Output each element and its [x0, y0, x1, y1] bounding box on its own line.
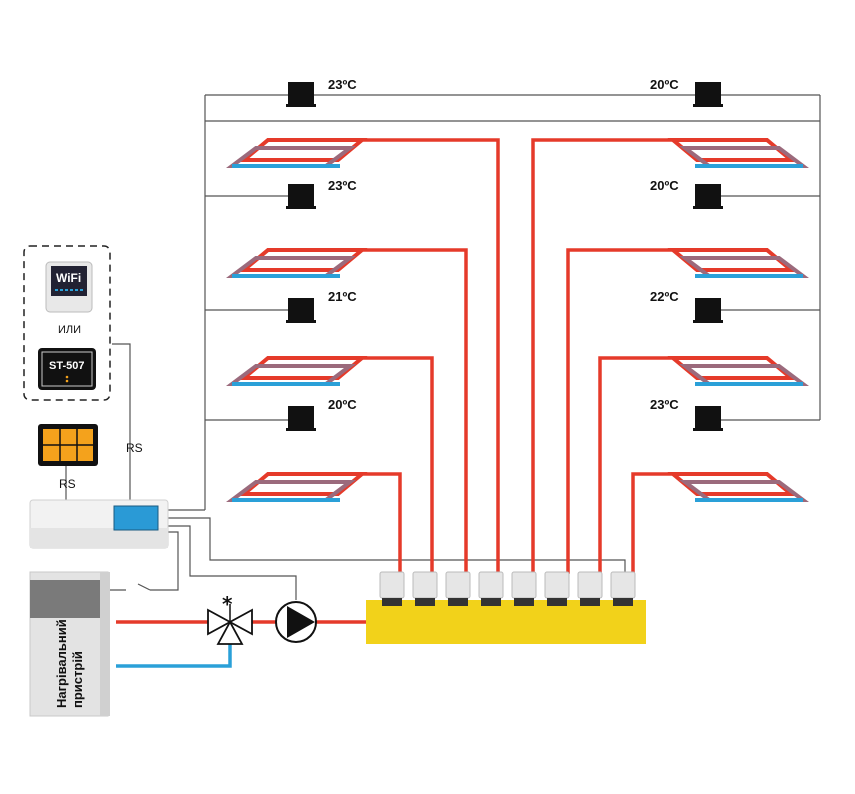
supply-pipes — [362, 138, 673, 574]
thermostat-left-1 — [286, 82, 316, 107]
rs-label-upper: RS — [126, 441, 143, 455]
thermostat-right-3 — [693, 298, 723, 323]
loop-right-2 — [667, 248, 809, 278]
temp-right-3: 22ºC — [650, 289, 679, 304]
loop-left-1 — [226, 138, 368, 168]
rs-label-lower: RS — [59, 477, 76, 491]
temp-left-4: 20ºC — [328, 397, 357, 412]
room-thermostats — [286, 82, 723, 431]
loop-left-3 — [226, 356, 368, 386]
loop-left-2 — [226, 248, 368, 278]
loop-right-4 — [667, 472, 809, 502]
manifold — [366, 571, 646, 644]
boiler-pipes — [116, 620, 366, 668]
thermostat-right-1 — [693, 82, 723, 107]
st507-label: ST-507 — [49, 360, 84, 372]
heater-label-line1: Нагрівальний — [54, 619, 69, 708]
thermostat-right-2 — [693, 184, 723, 209]
heater-unit — [29, 571, 110, 717]
control-wiring — [65, 94, 821, 600]
thermostat-right-4 — [693, 406, 723, 431]
main-controller — [29, 499, 169, 549]
manifold-actuators — [379, 571, 636, 606]
thermostat-left-3 — [286, 298, 316, 323]
temp-right-2: 20ºC — [650, 178, 679, 193]
loop-right-1 — [667, 138, 809, 168]
circulation-pump-icon — [275, 601, 317, 643]
temp-left-2: 23ºC — [328, 178, 357, 193]
temp-right-4: 23ºC — [650, 397, 679, 412]
wifi-module — [45, 261, 93, 313]
svg-text:*: * — [222, 592, 233, 616]
loop-left-4 — [226, 472, 368, 502]
loop-right-3 — [667, 356, 809, 386]
touch-panel — [38, 424, 98, 466]
temp-left-1: 23ºC — [328, 77, 357, 92]
optional-modules-frame — [23, 245, 111, 401]
thermostat-left-2 — [286, 184, 316, 209]
thermostat-left-4 — [286, 406, 316, 431]
wifi-label: WiFi — [56, 271, 81, 285]
heater-label-line2: пристрій — [70, 651, 85, 708]
temp-left-3: 21ºC — [328, 289, 357, 304]
or-label: ИЛИ — [58, 324, 81, 336]
three-way-valve-icon: * — [207, 592, 253, 645]
st507-module — [38, 348, 96, 390]
heating-loops — [226, 138, 809, 502]
temp-right-1: 20ºC — [650, 77, 679, 92]
